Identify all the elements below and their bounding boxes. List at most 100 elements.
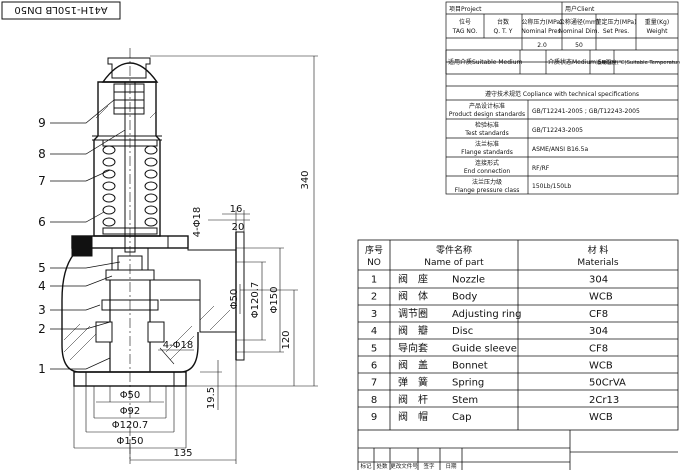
- callout-4: 4: [38, 279, 46, 293]
- part-row-material: WCB: [589, 292, 613, 303]
- callout-leaders: [50, 99, 126, 370]
- spec-compliance: 遵守技术规范 Copliance with technical specific…: [485, 90, 639, 98]
- spec-h2-en: Nominal Pres.: [521, 28, 562, 35]
- dim-135: 135: [173, 448, 192, 459]
- dim-16: 16: [230, 204, 243, 215]
- stamp-text: A41H-150LB DN50: [14, 4, 107, 15]
- spec-r1-val: GB/T12243-2005: [532, 127, 583, 134]
- part-row-no: 7: [371, 378, 377, 389]
- dimension-lines: [73, 55, 318, 464]
- callout-labels: 9 8 7 6 5 4 3 2 1: [38, 116, 46, 376]
- spec-h5-cn: 重量(Kg): [645, 18, 669, 26]
- tb-date: 日期: [445, 463, 457, 470]
- spec-client: 用户Client: [565, 5, 595, 13]
- callout-8: 8: [38, 147, 46, 161]
- part-row-no: 9: [371, 412, 377, 423]
- part-row-material: 304: [589, 275, 608, 286]
- drawing-stamp: A41H-150LB DN50: [1, 1, 121, 20]
- part-row-no: 3: [371, 309, 377, 320]
- part-row-material: 2Cr13: [589, 395, 619, 406]
- part-row-material: 50CrVA: [589, 378, 626, 389]
- spec-r2-cn: 法兰标准: [475, 140, 499, 148]
- part-row-name-cn: 阀 座: [398, 273, 428, 286]
- spec-r3-en: End connection: [464, 168, 511, 175]
- tb-count: 处数: [376, 462, 388, 470]
- parts-h-name-cn: 零件名称: [436, 244, 472, 256]
- spec-r1-en: Test standards: [464, 130, 508, 137]
- part-row-name-en: Spring: [452, 378, 484, 389]
- spec-h4-cn: 整定压力(MPa): [596, 18, 637, 26]
- dim-phi50-bot: Φ50: [120, 390, 141, 401]
- spec-medium-suite: 介质状态Medium Suite: [548, 58, 614, 66]
- dim-phi1207-side: Φ120.7: [250, 282, 261, 319]
- spec-r1-cn: 检验标准: [475, 121, 499, 129]
- part-row-name-en: Bonnet: [452, 361, 488, 372]
- part-row-name-cn: 阀 瓣: [398, 324, 428, 337]
- callout-5: 5: [38, 261, 46, 275]
- callout-6: 6: [38, 215, 46, 229]
- part-row-name-en: Body: [452, 292, 477, 303]
- dim-bolt-bottom: 4-Φ18: [163, 340, 194, 351]
- part-row-no: 4: [371, 326, 377, 337]
- dimension-texts: 340 120 4-Φ18 16 20 Φ50 Φ120.7 Φ150 4-Φ1…: [112, 170, 311, 459]
- callout-7: 7: [38, 174, 46, 188]
- parts-table-text: 序号 NO 零件名称 Name of part 材 料 Materials: [365, 244, 619, 268]
- part-row-no: 2: [371, 292, 377, 303]
- spec-medium: 适用介质Suitable Medium: [448, 58, 523, 66]
- spec-r4-cn: 法兰压力级: [472, 178, 502, 186]
- parts-h-no-cn: 序号: [365, 244, 383, 256]
- part-row-no: 8: [371, 395, 377, 406]
- spec-h0-en: TAG NO.: [452, 28, 478, 35]
- spec-h5-en: Weight: [647, 28, 669, 35]
- spec-r3-cn: 连接形式: [475, 159, 499, 167]
- tb-file: 更改文件号: [390, 462, 418, 470]
- part-row-name-cn: 导向套: [398, 341, 428, 354]
- part-row-material: WCB: [589, 361, 613, 372]
- part-row-no: 6: [371, 361, 377, 372]
- part-row-name-cn: 阀 盖: [398, 359, 428, 372]
- spec-h2-cn: 公称压力(MPa): [522, 18, 563, 26]
- part-row-material: 304: [589, 326, 608, 337]
- spec-h1-cn: 台数: [497, 18, 509, 26]
- callout-3: 3: [38, 303, 46, 317]
- part-row-name-cn: 阀 杆: [398, 393, 428, 406]
- part-row-no: 5: [371, 343, 377, 354]
- spec-val-nominal-dim: 50: [575, 42, 583, 49]
- spec-h1-en: Q. T. Y: [494, 28, 513, 35]
- tb-mark: 标记: [360, 462, 372, 470]
- part-row-material: CF8: [589, 309, 608, 320]
- parts-h-mat-cn: 材 料: [588, 244, 609, 256]
- spec-temperature: 适用温度(℃)Suitable Temperature: [596, 58, 680, 66]
- dim-20: 20: [232, 222, 245, 233]
- dim-bolt-top: 4-Φ18: [192, 207, 203, 238]
- part-row-no: 1: [371, 275, 377, 286]
- spec-table: [445, 1, 679, 195]
- part-row-name-en: Disc: [452, 326, 473, 337]
- part-row-name-en: Adjusting ring: [452, 309, 521, 320]
- spec-h4-en: Set Pres.: [603, 28, 629, 35]
- dim-phi92: Φ92: [120, 406, 141, 417]
- spec-r4-val: 150Lb/150Lb: [532, 183, 571, 190]
- parts-h-mat-en: Materials: [577, 258, 619, 268]
- spec-r2-en: Flange standards: [461, 149, 513, 156]
- part-row-name-cn: 调节圈: [398, 308, 428, 320]
- part-row-name-en: Guide sleeve: [452, 343, 517, 354]
- part-row-name-en: Stem: [452, 395, 478, 406]
- part-row-name-cn: 弹 簧: [398, 376, 428, 389]
- dim-phi150-side: Φ150: [269, 287, 280, 314]
- spec-r2-val: ASME/ANSI B16.5a: [532, 146, 588, 153]
- spec-r4-en: Flange pressure class: [455, 187, 520, 194]
- part-row-name-en: Nozzle: [452, 275, 485, 286]
- part-row-name-cn: 阀 帽: [398, 410, 428, 423]
- spec-r0-cn: 产品设计标准: [469, 102, 505, 110]
- tb-sign: 签字: [423, 462, 435, 470]
- dim-phi50-side: Φ50: [229, 289, 240, 310]
- spec-val-nominal-pres: 2.0: [537, 42, 547, 49]
- callout-2: 2: [38, 322, 46, 336]
- title-block-text: 标记 处数 更改文件号 签字 日期: [360, 462, 457, 470]
- part-row-name-en: Cap: [452, 412, 471, 423]
- dim-phi150-bot: Φ150: [117, 436, 144, 447]
- part-row-material: CF8: [589, 343, 608, 354]
